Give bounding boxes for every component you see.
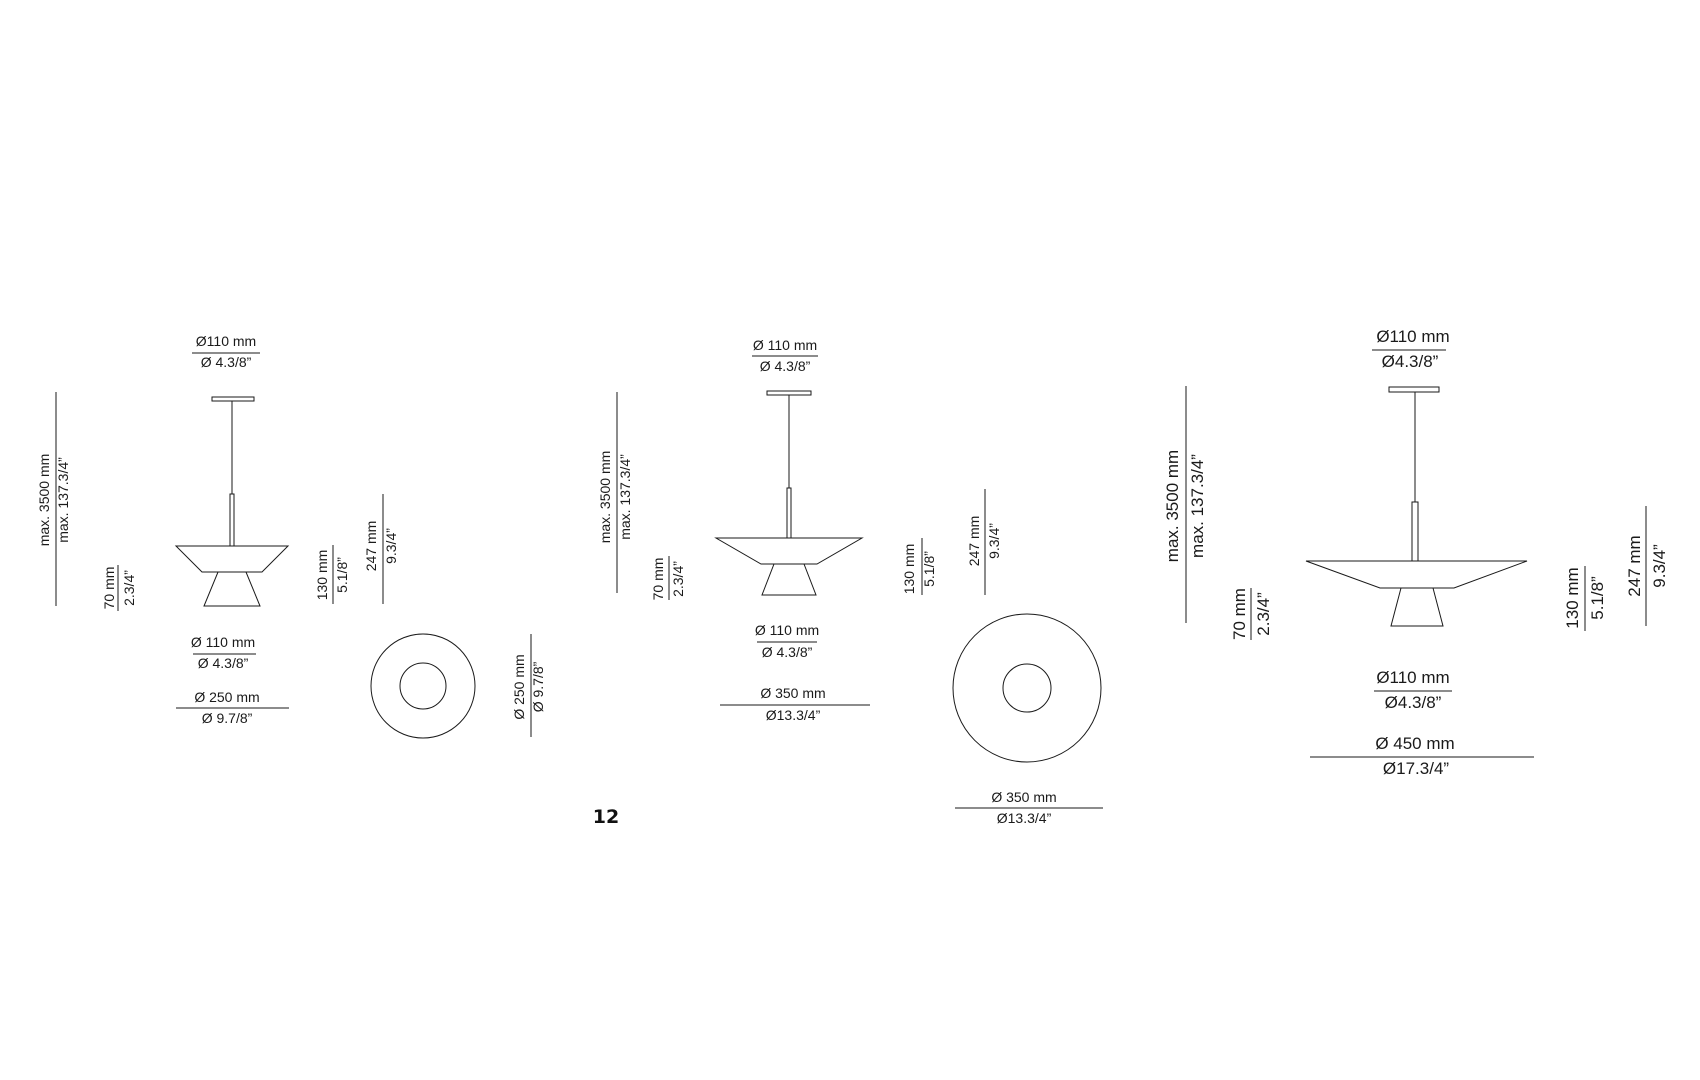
- top-diameter-imperial: Ø 4.3/8”: [760, 358, 811, 374]
- lamp-height-imperial: 5.1/8”: [1588, 576, 1607, 620]
- lamp-height-metric: 130 mm: [1563, 567, 1582, 628]
- top-diameter-metric: Ø110 mm: [196, 333, 256, 349]
- top-diameter-imperial: Ø4.3/8”: [1382, 352, 1439, 371]
- total-height-imperial: 9.3/4”: [383, 528, 399, 564]
- base-height-imperial: 2.3/4”: [670, 561, 686, 597]
- lamp-base: [1390, 587, 1444, 627]
- shade-diameter-metric: Ø 250 mm: [194, 689, 259, 705]
- pendant-lamp-450-elevation: Ø110 mm Ø4.3/8” max. 3500 mm max. 137.3/…: [1163, 327, 1669, 778]
- canopy-diameter-metric: Ø 110 mm: [755, 622, 819, 638]
- total-height-metric: 247 mm: [1625, 535, 1644, 596]
- max-height-imperial: max. 137.3/4”: [1188, 454, 1207, 558]
- total-height-metric: 247 mm: [363, 521, 379, 572]
- pendant-lamp-250-plan: Ø 250 mm Ø 9.7/8”: [370, 633, 546, 739]
- canopy-diameter-imperial: Ø 4.3/8”: [762, 644, 813, 660]
- canopy-plate: [766, 390, 812, 396]
- pendant-lamp-350-elevation: Ø 110 mm Ø 4.3/8” max. 3500 mm max. 137.…: [597, 337, 1002, 723]
- base-height-metric: 70 mm: [650, 558, 666, 601]
- rod-sleeve: [229, 493, 235, 547]
- plan-diameter-imperial: Ø 9.7/8”: [530, 661, 546, 712]
- max-height-imperial: max. 137.3/4”: [55, 457, 71, 543]
- shade-diameter-metric: Ø 450 mm: [1375, 734, 1454, 753]
- rod-sleeve: [786, 487, 792, 539]
- lamp-base: [761, 563, 817, 596]
- lamp-height-metric: 130 mm: [314, 550, 330, 601]
- plan-diameter-imperial: Ø13.3/4”: [997, 810, 1052, 826]
- shade-diameter-imperial: Ø 9.7/8”: [202, 710, 253, 726]
- canopy-diameter-imperial: Ø 4.3/8”: [198, 655, 249, 671]
- canopy-diameter-imperial: Ø4.3/8”: [1385, 693, 1442, 712]
- max-height-metric: max. 3500 mm: [1163, 450, 1182, 562]
- plan-diameter-metric: Ø 350 mm: [991, 789, 1056, 805]
- plan-inner-circle: [1002, 663, 1052, 713]
- page-number: 12: [593, 806, 619, 828]
- base-height-metric: 70 mm: [101, 567, 117, 610]
- shade-diameter-imperial: Ø13.3/4”: [766, 707, 821, 723]
- top-diameter-metric: Ø110 mm: [1376, 327, 1449, 346]
- plan-inner-circle: [399, 662, 447, 710]
- top-diameter-imperial: Ø 4.3/8”: [201, 354, 252, 370]
- shade-diameter-metric: Ø 350 mm: [760, 685, 825, 701]
- canopy-plate: [1388, 386, 1440, 393]
- total-height-imperial: 9.3/4”: [986, 523, 1002, 559]
- total-height-metric: 247 mm: [966, 516, 982, 567]
- pendant-lamp-350-plan: Ø 350 mm Ø13.3/4”: [952, 613, 1103, 826]
- total-height-imperial: 9.3/4”: [1650, 544, 1669, 588]
- lamp-height-imperial: 5.1/8”: [334, 557, 350, 593]
- canopy-diameter-metric: Ø110 mm: [1376, 668, 1449, 687]
- top-diameter-metric: Ø 110 mm: [753, 337, 817, 353]
- max-height-metric: max. 3500 mm: [36, 454, 52, 547]
- base-height-imperial: 2.3/4”: [121, 570, 137, 606]
- canopy-plate: [211, 396, 255, 402]
- base-height-metric: 70 mm: [1230, 588, 1249, 640]
- max-height-metric: max. 3500 mm: [597, 451, 613, 544]
- lamp-shade: [1305, 560, 1528, 589]
- plan-diameter-metric: Ø 250 mm: [511, 654, 527, 719]
- lamp-height-imperial: 5.1/8”: [921, 551, 937, 587]
- lamp-shade: [714, 537, 864, 565]
- lamp-base: [203, 571, 261, 607]
- base-height-imperial: 2.3/4”: [1254, 592, 1273, 636]
- rod-sleeve: [1411, 501, 1419, 562]
- lamp-height-metric: 130 mm: [901, 544, 917, 595]
- max-height-imperial: max. 137.3/4”: [617, 454, 633, 540]
- pendant-lamp-250-elevation: Ø110 mm Ø 4.3/8” max. 3500 mm max. 137.3…: [36, 333, 399, 726]
- canopy-diameter-metric: Ø 110 mm: [191, 634, 255, 650]
- shade-diameter-imperial: Ø17.3/4”: [1383, 759, 1449, 778]
- lamp-shade: [174, 545, 290, 573]
